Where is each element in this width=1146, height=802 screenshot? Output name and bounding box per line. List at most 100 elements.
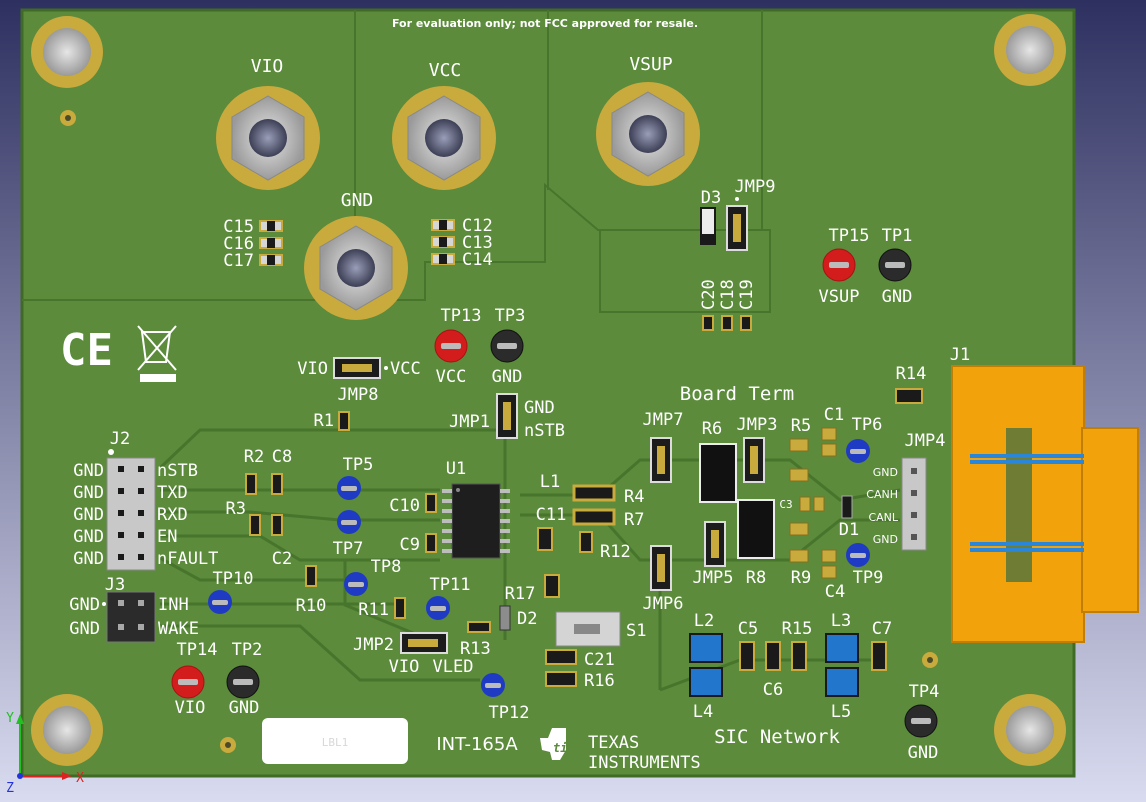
testpoint-tp2[interactable]: [226, 665, 260, 699]
jumper-jmp3[interactable]: [743, 437, 765, 483]
label-jmp1-gnd: GND: [524, 398, 555, 418]
jumper-jmp7[interactable]: [650, 437, 672, 483]
label-r2: R2: [244, 447, 264, 467]
board-name: INT-165A: [436, 734, 518, 755]
resistor-r13: [467, 621, 491, 633]
j2-right-1: nSTB: [157, 461, 198, 481]
label-c9: C9: [400, 535, 420, 555]
label-r3: R3: [226, 499, 246, 519]
label-c1: C1: [824, 405, 844, 425]
diode-d1: [841, 495, 853, 519]
header-jmp4[interactable]: [901, 457, 927, 551]
terminal-vsup[interactable]: [596, 82, 700, 186]
testpoint-tp9[interactable]: [846, 543, 870, 567]
testpoint-tp14[interactable]: [171, 665, 205, 699]
label-vsup: VSUP: [629, 54, 673, 75]
testpoint-tp11[interactable]: [426, 596, 450, 620]
label-board-term: Board Term: [680, 383, 794, 405]
jumper-jmp9[interactable]: [726, 197, 748, 251]
testpoint-tp7[interactable]: [337, 510, 361, 534]
header-j2[interactable]: [106, 449, 156, 571]
label-jmp8-vio: VIO: [297, 359, 328, 379]
label-c7: C7: [872, 619, 892, 639]
label-sic-network: SIC Network: [714, 726, 840, 748]
passives-sic: [739, 641, 887, 671]
label-r9: R9: [791, 568, 811, 588]
cap-c9: [425, 533, 437, 553]
label-c12: C12: [462, 216, 493, 236]
terminal-vcc[interactable]: [392, 86, 496, 190]
testpoint-tp8[interactable]: [344, 572, 368, 596]
label-r7: R7: [624, 510, 644, 530]
label-jmp9: JMP9: [735, 177, 776, 197]
connector-j1[interactable]: [951, 365, 1139, 643]
jmp4-pin-2: CANH: [866, 488, 898, 501]
jumper-jmp2[interactable]: [400, 632, 448, 654]
jmp4-pin-4: GND: [873, 533, 898, 546]
j2-right-5: nFAULT: [157, 549, 218, 569]
testpoint-tp5[interactable]: [337, 476, 361, 500]
inductors-sic: [689, 633, 859, 697]
label-c5: C5: [738, 619, 758, 639]
label-jmp8-vcc: VCC: [390, 359, 421, 379]
label-r12: R12: [600, 542, 631, 562]
axis-z: Z: [6, 781, 14, 796]
label-tp4-net: GND: [908, 743, 939, 763]
caps-c20-c18-c19: [702, 315, 752, 331]
testpoint-tp1[interactable]: [878, 248, 912, 282]
label-c21: C21: [584, 650, 615, 670]
label-r16: R16: [584, 671, 615, 691]
label-l3: L3: [831, 611, 851, 631]
jumper-jmp8[interactable]: [333, 357, 388, 379]
testpoint-tp13[interactable]: [434, 329, 468, 363]
testpoint-tp6[interactable]: [846, 439, 870, 463]
label-r15: R15: [782, 619, 813, 639]
testpoint-tp3[interactable]: [490, 329, 524, 363]
header-j3[interactable]: [106, 591, 156, 643]
testpoint-tp15[interactable]: [822, 248, 856, 282]
resistor-r8: [737, 499, 775, 559]
cap-c11: [537, 527, 553, 551]
label-c18: C18: [718, 279, 738, 310]
j2-left-2: GND: [73, 483, 104, 503]
label-tp15: TP15: [829, 226, 870, 246]
j2-right-3: RXD: [157, 505, 188, 525]
label-c13: C13: [462, 233, 493, 253]
testpoint-tp12[interactable]: [481, 673, 505, 697]
label-jmp8: JMP8: [338, 385, 379, 405]
passives-left: [245, 473, 406, 619]
switch-s1[interactable]: [555, 611, 621, 647]
jumper-jmp1[interactable]: [496, 393, 518, 439]
label-r8: R8: [746, 568, 766, 588]
label-tp11: TP11: [430, 575, 471, 595]
label-vcc: VCC: [429, 60, 462, 81]
terminal-gnd[interactable]: [304, 216, 408, 320]
testpoint-tp10[interactable]: [208, 590, 232, 614]
cap-c21: [545, 649, 577, 665]
label-tp3-net: GND: [492, 367, 523, 387]
label-jmp4: JMP4: [905, 431, 946, 451]
jumper-jmp5[interactable]: [704, 521, 726, 567]
choke-l1: [572, 484, 616, 526]
resistor-r16: [545, 671, 577, 687]
label-jmp2-vled: VLED: [433, 657, 474, 677]
testpoint-tp4[interactable]: [904, 704, 938, 738]
label-tp12: TP12: [489, 703, 530, 723]
label-c11: C11: [536, 505, 567, 525]
resistor-r12: [579, 531, 593, 553]
label-tp4: TP4: [909, 682, 940, 702]
label-tp13: TP13: [441, 306, 482, 326]
resistor-r6: [699, 443, 737, 503]
label-tp15-net: VSUP: [819, 287, 860, 307]
label-c3: C3: [779, 498, 792, 511]
label-c16: C16: [223, 234, 254, 254]
passives-term: [789, 427, 837, 579]
mounting-holes: [31, 14, 1066, 766]
label-tp6: TP6: [852, 415, 883, 435]
terminal-vio[interactable]: [216, 86, 320, 190]
label-l2: L2: [694, 611, 714, 631]
jmp4-pin-1: GND: [873, 466, 898, 479]
label-lbl1: LBL1: [322, 736, 349, 749]
jumper-jmp6[interactable]: [650, 545, 672, 591]
